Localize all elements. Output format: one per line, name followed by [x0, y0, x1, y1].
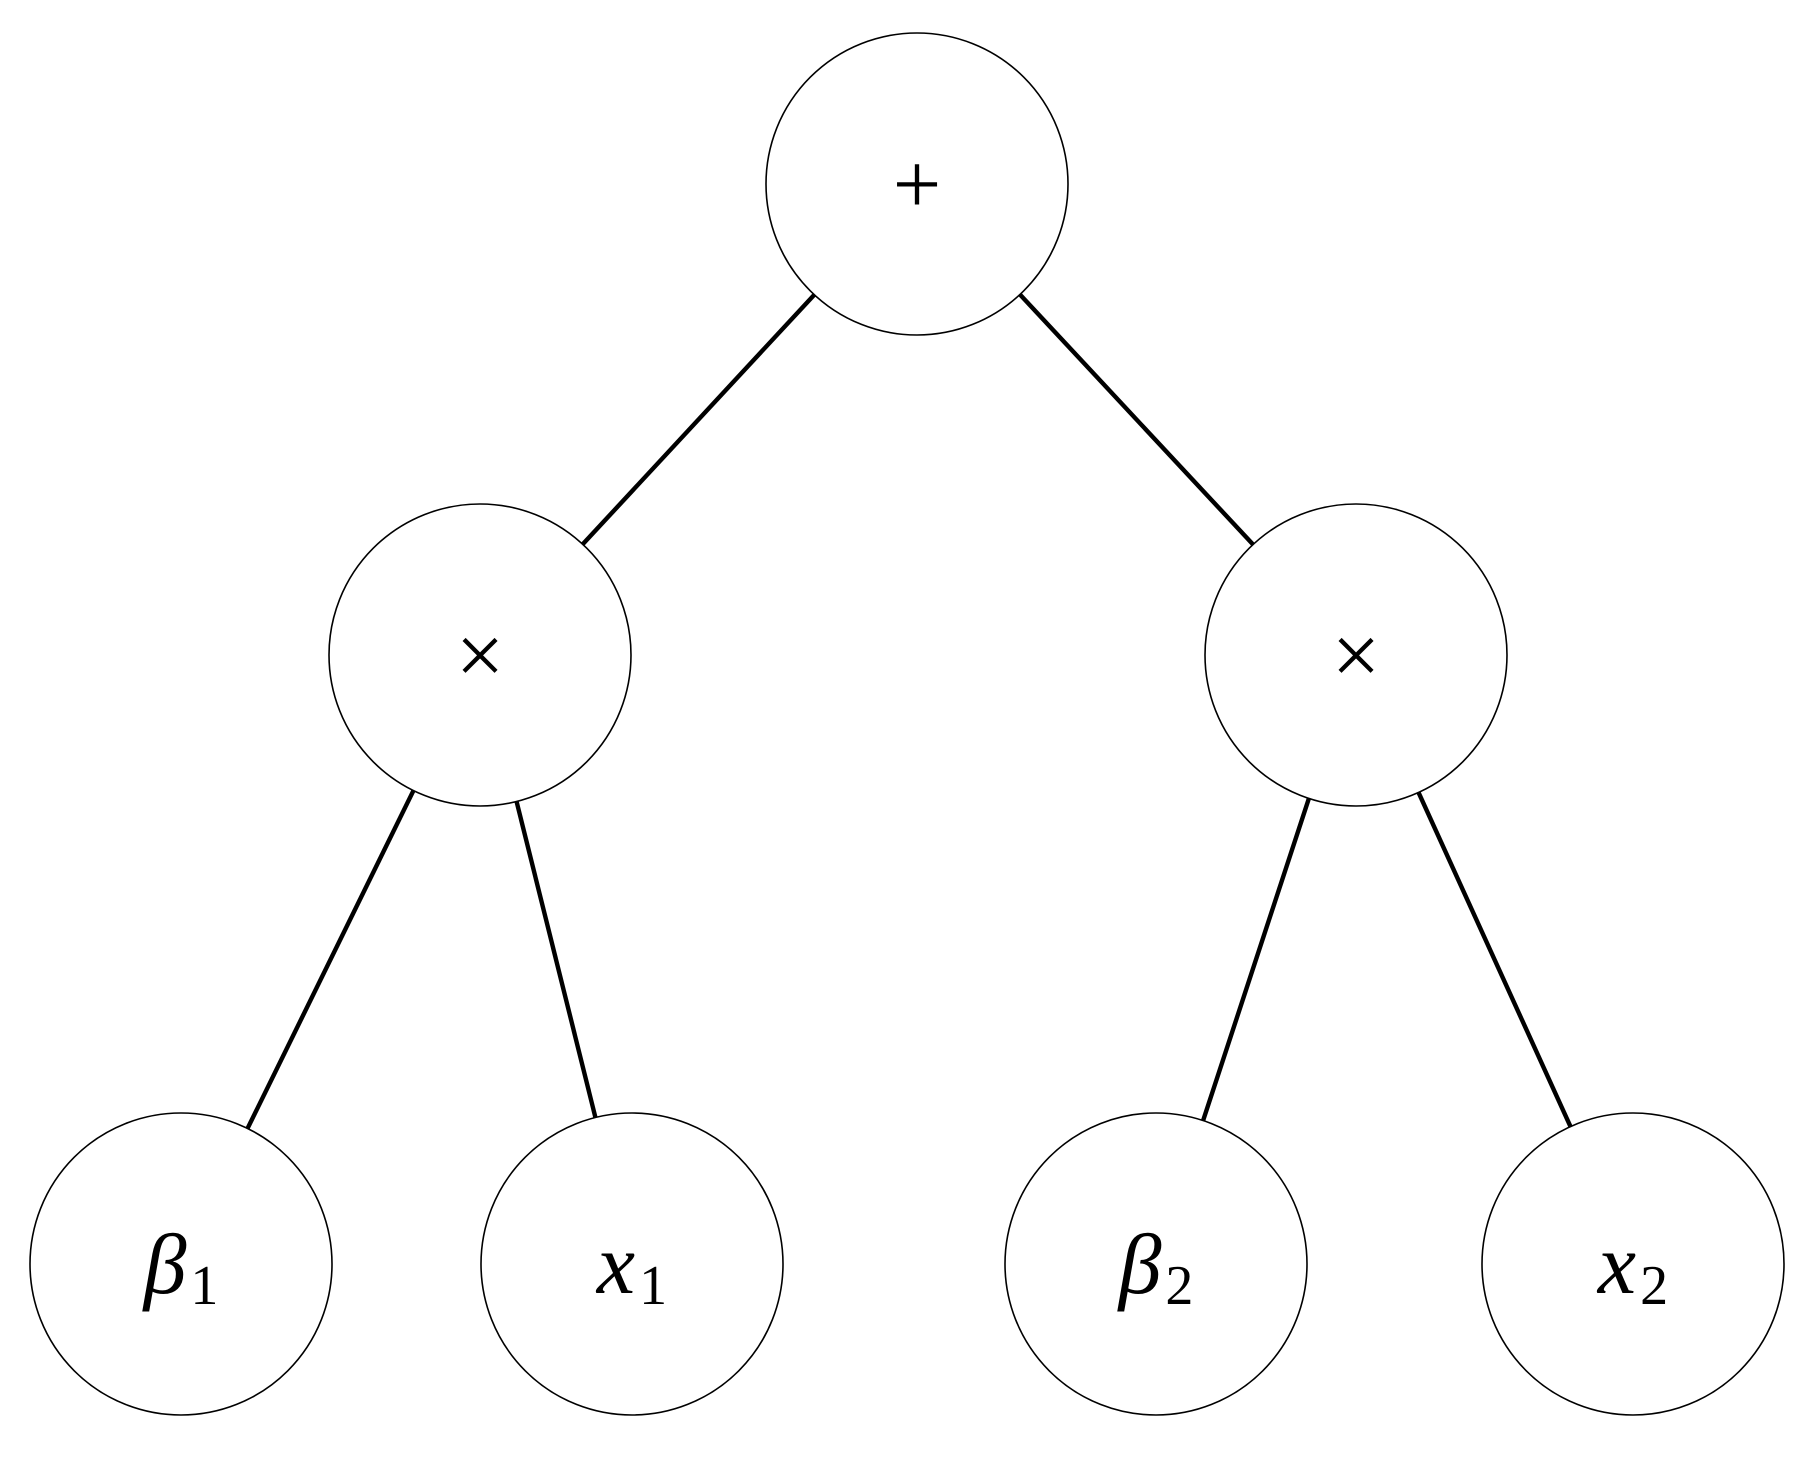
times-node-left-label: × [456, 607, 505, 703]
plus-node-circle[interactable] [765, 32, 1069, 336]
times-node-right-label: × [1332, 607, 1381, 703]
x-2-node-label: x2 [1596, 1216, 1668, 1317]
beta-2-node-label-subscript: 2 [1165, 1255, 1193, 1317]
beta-1-node-label-base: β [142, 1216, 187, 1312]
times-node-right-label-base: × [1332, 607, 1381, 703]
x-2-node-circle[interactable] [1481, 1112, 1785, 1416]
x-2-node[interactable]: x2 [1481, 1112, 1785, 1416]
x-1-node-label-subscript: 1 [639, 1255, 667, 1317]
x-1-node[interactable]: x1 [480, 1112, 784, 1416]
beta-1-node-label: β1 [142, 1216, 219, 1317]
edge-times-left-to-x1 [514, 800, 598, 1119]
edge-times-left-to-beta1 [245, 789, 416, 1130]
edge-plus-to-times-left [581, 293, 816, 546]
beta-2-node-label: β2 [1117, 1216, 1194, 1317]
edge-times-right-to-x2 [1416, 791, 1573, 1128]
plus-node[interactable]: + [765, 32, 1069, 336]
x-1-node-label-base: x [595, 1216, 635, 1312]
x-2-node-label-base: x [1596, 1216, 1636, 1312]
beta-2-node-label-base: β [1117, 1216, 1162, 1312]
plus-node-label: + [893, 136, 942, 232]
x-1-node-label: x1 [595, 1216, 667, 1317]
beta-2-node-circle[interactable] [1004, 1112, 1308, 1416]
edge-times-right-to-beta2 [1201, 797, 1311, 1122]
edge-layer [245, 292, 1573, 1130]
edge-plus-to-times-right [1018, 292, 1255, 547]
x-1-node-circle[interactable] [480, 1112, 784, 1416]
x-2-node-label-subscript: 2 [1640, 1255, 1668, 1317]
plus-node-label-base: + [893, 136, 942, 232]
beta-1-node[interactable]: β1 [29, 1112, 333, 1416]
times-node-right[interactable]: × [1204, 503, 1508, 807]
times-node-right-circle[interactable] [1204, 503, 1508, 807]
times-node-left-circle[interactable] [328, 503, 632, 807]
beta-2-node[interactable]: β2 [1004, 1112, 1308, 1416]
beta-1-node-label-subscript: 1 [190, 1255, 218, 1317]
times-node-left-label-base: × [456, 607, 505, 703]
beta-1-node-circle[interactable] [29, 1112, 333, 1416]
times-node-left[interactable]: × [328, 503, 632, 807]
